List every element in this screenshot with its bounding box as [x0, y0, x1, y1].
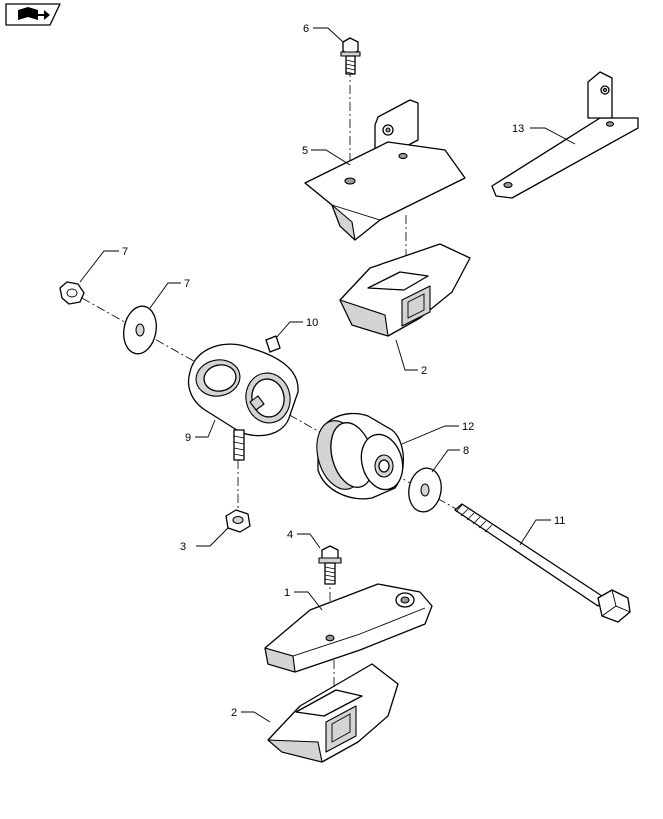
callout-2-bottom: 2 — [231, 707, 237, 719]
leader-lines — [79, 27, 576, 723]
part-12-roller — [316, 412, 405, 500]
callout-13: 13 — [512, 123, 524, 135]
part-2-lower-wedge — [267, 663, 399, 763]
callout-2-top: 2 — [421, 365, 427, 377]
part-6-nut — [59, 281, 85, 305]
part-5-bolt — [340, 37, 361, 75]
callout-7-left: 7 — [184, 278, 190, 290]
part-3-bolt — [318, 545, 342, 585]
callout-5: 6 — [303, 23, 309, 35]
callout-4: 5 — [302, 145, 308, 157]
callout-6: 7 — [122, 246, 128, 258]
part-1-plate — [264, 583, 433, 673]
callout-12: 12 — [462, 421, 474, 433]
callout-8: 9 — [185, 432, 191, 444]
callout-7-right: 8 — [463, 445, 469, 457]
callout-9: 10 — [306, 317, 318, 329]
part-13-side-bracket — [491, 71, 639, 199]
callout-11: 3 — [180, 541, 186, 553]
callout-10: 11 — [554, 515, 565, 527]
part-2-upper-wedge — [339, 243, 471, 337]
callout-1: 1 — [284, 587, 290, 599]
part-4-bracket — [304, 99, 466, 241]
callout-3: 4 — [287, 529, 293, 541]
part-9-fitting — [265, 335, 281, 353]
part-8-housing — [187, 343, 299, 461]
callout-labels: 6 5 13 7 7 10 2 9 12 8 11 3 4 1 2 — [122, 23, 565, 719]
part-10-long-bolt — [454, 503, 631, 623]
part-7-washer-left — [123, 305, 157, 355]
part-11-nut — [225, 509, 251, 533]
book-arrow-icon — [18, 7, 50, 20]
part-7-washer-right — [408, 467, 442, 513]
nav-icon-button[interactable] — [5, 3, 61, 26]
